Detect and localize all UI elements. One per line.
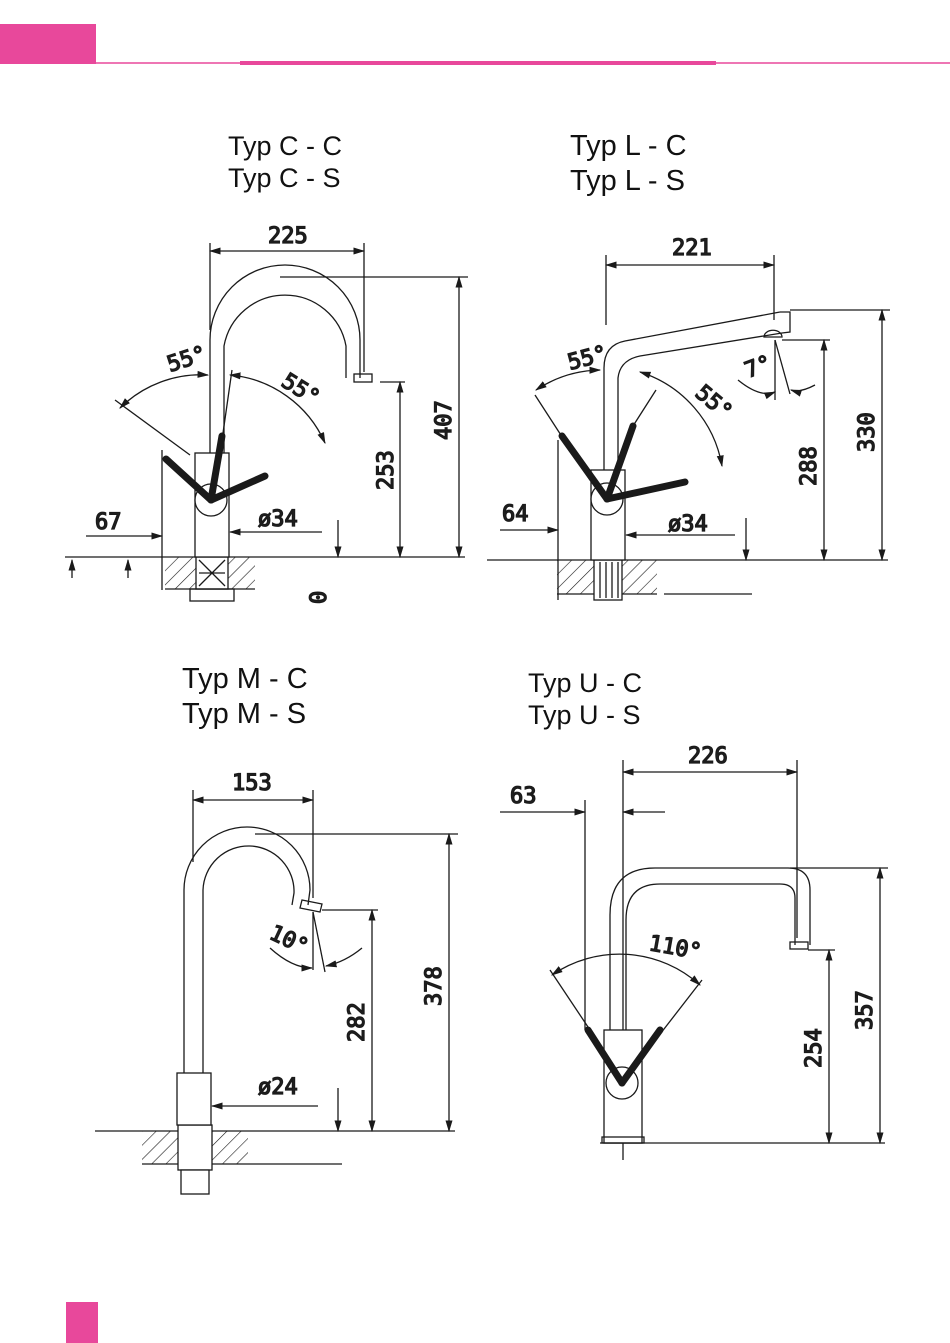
dim-reach: 153 bbox=[232, 771, 272, 796]
dim-offset: 63 bbox=[510, 784, 537, 809]
dim-height-total: 357 bbox=[853, 990, 878, 1030]
angle-leg-left bbox=[115, 400, 190, 455]
dim-angle-right: 55° bbox=[690, 380, 737, 425]
tilt-arrow-left bbox=[738, 380, 775, 394]
dim-zero: 0 bbox=[307, 591, 332, 604]
dim-angle-right: 55° bbox=[277, 369, 324, 411]
dim-offset: 67 bbox=[95, 510, 122, 535]
dim-diameter: ø34 bbox=[668, 512, 708, 537]
tilt-leg-angled bbox=[313, 912, 325, 972]
tilt-arrow-right bbox=[791, 385, 815, 391]
dim-height-outlet: 288 bbox=[797, 446, 822, 486]
spout-end bbox=[780, 312, 790, 333]
dim-height-outlet: 253 bbox=[374, 450, 399, 490]
diagram-typ-u: 226 63 357 254 110° bbox=[500, 744, 888, 1160]
spout-outlet bbox=[354, 374, 372, 382]
angle-leg-up bbox=[633, 390, 656, 426]
spout-inner bbox=[203, 846, 294, 1073]
angle-leg-left bbox=[550, 970, 610, 1060]
dim-reach: 226 bbox=[688, 744, 728, 769]
diagram-typ-m: 153 378 282 ø24 10° bbox=[95, 771, 458, 1194]
dim-offset: 64 bbox=[502, 502, 529, 527]
spout-inner bbox=[224, 295, 346, 453]
angle-arc-left bbox=[536, 370, 600, 390]
lever-left bbox=[562, 436, 607, 499]
dim-tilt: 10° bbox=[265, 921, 312, 960]
dim-height-total: 407 bbox=[432, 400, 457, 440]
mounting-nut bbox=[178, 1125, 212, 1170]
spout-outlet bbox=[300, 900, 322, 912]
spout-outer bbox=[604, 312, 780, 470]
dim-angle-left: 55° bbox=[164, 342, 210, 378]
spout-outlet bbox=[790, 942, 808, 949]
mounting-base bbox=[181, 1170, 209, 1194]
angle-arc-left bbox=[120, 375, 208, 408]
spout-outer bbox=[210, 265, 360, 453]
angle-leg-left bbox=[535, 395, 590, 480]
dim-height-outlet: 254 bbox=[802, 1028, 827, 1068]
dim-diameter: ø34 bbox=[258, 507, 298, 532]
tilt-arrow-right bbox=[326, 948, 362, 966]
angle-leg-right bbox=[640, 980, 702, 1060]
dim-reach: 221 bbox=[672, 236, 712, 261]
spout-outer bbox=[610, 868, 810, 1030]
dim-height-total: 378 bbox=[422, 966, 447, 1006]
dim-angle-left: 55° bbox=[565, 341, 610, 375]
dim-tilt: 7° bbox=[742, 351, 775, 384]
diagram-typ-l: 221 330 288 64 ø34 55° 55° 7° bbox=[487, 236, 890, 600]
mounting-base bbox=[190, 589, 234, 601]
dim-height-total: 330 bbox=[855, 412, 880, 452]
tap-body bbox=[177, 1073, 211, 1125]
dim-height-outlet: 282 bbox=[345, 1002, 370, 1042]
tilt-leg-angled bbox=[775, 340, 790, 394]
spout-inner bbox=[626, 884, 795, 1030]
diagram-typ-c: 225 407 253 67 ø34 55° 55° 0 bbox=[65, 224, 468, 604]
dim-diameter: ø24 bbox=[258, 1075, 298, 1100]
dim-reach: 225 bbox=[268, 224, 308, 249]
